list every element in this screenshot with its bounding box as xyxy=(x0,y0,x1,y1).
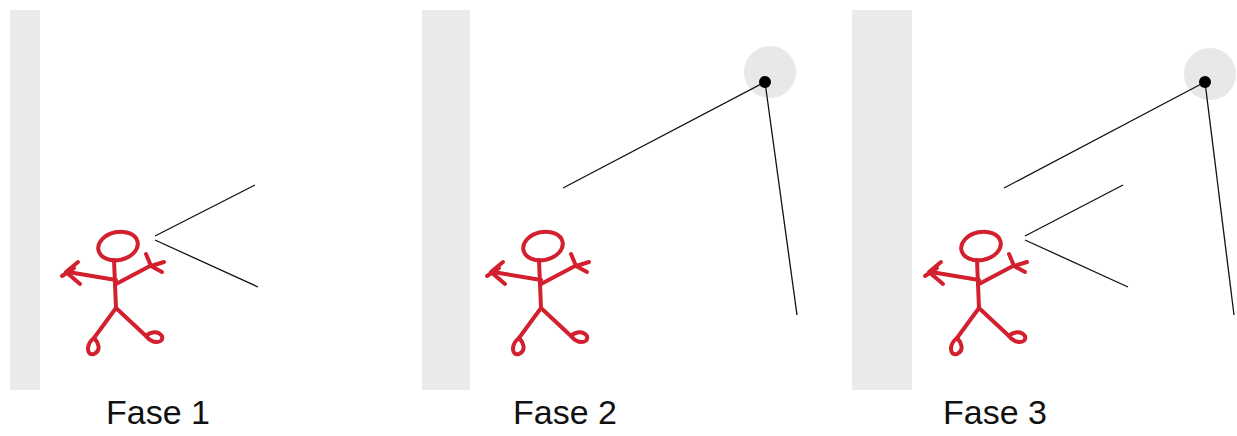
sound-ray xyxy=(1025,240,1128,287)
sound-ray xyxy=(1004,82,1205,188)
source-dot xyxy=(1199,76,1211,88)
sound-ray xyxy=(1205,82,1234,315)
stick-figure xyxy=(925,228,1027,354)
sound-ray xyxy=(765,82,797,315)
sound-ray xyxy=(563,82,765,188)
wall xyxy=(852,10,912,390)
stick-figure xyxy=(62,228,164,354)
phase-label: Fase 3 xyxy=(943,392,1047,432)
sound-ray xyxy=(1025,185,1123,236)
sound-ray xyxy=(155,185,255,236)
sound-ray xyxy=(155,240,258,287)
wall xyxy=(10,10,40,390)
source-dot xyxy=(759,76,771,88)
phase-label: Fase 1 xyxy=(106,392,210,432)
source-halo xyxy=(1184,48,1236,100)
source-halo xyxy=(744,46,796,98)
wall xyxy=(422,10,470,390)
phase-label: Fase 2 xyxy=(513,392,617,432)
stick-figure xyxy=(487,228,589,354)
